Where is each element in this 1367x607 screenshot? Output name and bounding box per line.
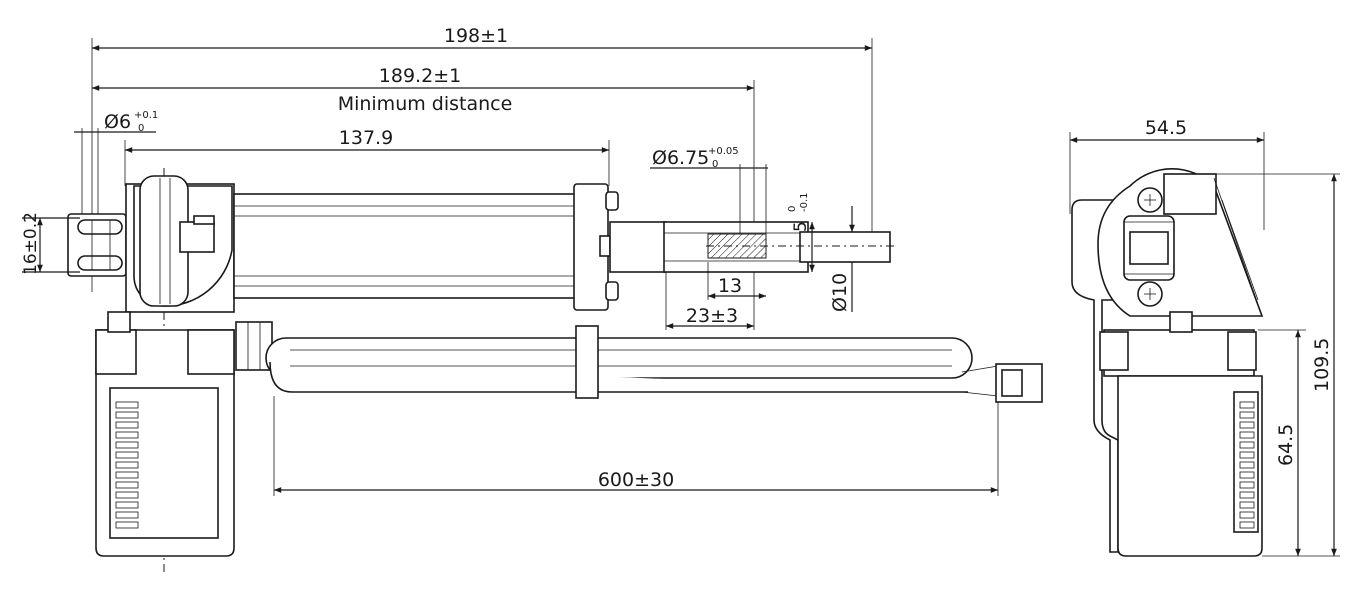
vent-slot	[115, 451, 139, 459]
push-rod	[609, 221, 896, 273]
vent-slot	[115, 421, 139, 429]
dim-rod-hole-diameter: Ø6.75	[652, 147, 709, 169]
dim-rod-end-13: 13	[718, 275, 742, 297]
vent-slot	[115, 501, 139, 509]
vent-slot	[1239, 441, 1255, 449]
motor-vents	[115, 401, 139, 529]
vent-slot	[1239, 401, 1255, 409]
vent-slot	[115, 521, 139, 529]
dim-mount-height: 16±0.2	[21, 212, 41, 275]
dim-slot-tol-upper: 0	[787, 206, 798, 212]
dim-body-length: 137.9	[339, 127, 393, 149]
front-view: 198±1 189.2±1 Minimum distance Ø6 +0.1 0…	[21, 25, 1043, 575]
rear-clevis	[67, 213, 127, 277]
dim-motor-height: 64.5	[1275, 424, 1297, 466]
vent-slot	[1239, 491, 1255, 499]
dim-rod-hole-tol-upper: +0.05	[708, 146, 739, 157]
vent-slot	[1239, 511, 1255, 519]
vent-slot	[115, 461, 139, 469]
vent-slot	[1239, 421, 1255, 429]
dim-hole-diameter: Ø6	[104, 111, 131, 133]
vent-slot	[1239, 411, 1255, 419]
cable	[235, 321, 1043, 403]
vent-slot	[115, 481, 139, 489]
vent-slot	[115, 411, 139, 419]
side-view: 54.5 109.5 64.5	[1069, 117, 1340, 557]
minimum-distance-label: Minimum distance	[338, 93, 513, 115]
dim-hole-tol-upper: +0.1	[134, 110, 158, 121]
dim-side-height: 109.5	[1311, 338, 1333, 392]
vent-slot	[1239, 501, 1255, 509]
dim-slot-width: 5	[791, 221, 811, 232]
vent-slot	[115, 431, 139, 439]
dim-rod-diameter: Ø10	[829, 273, 851, 312]
front-cap	[573, 183, 619, 311]
vent-slot	[1239, 471, 1255, 479]
vent-slot	[115, 441, 139, 449]
vent-slot	[115, 491, 139, 499]
dim-minimum-distance: 189.2±1	[379, 65, 461, 87]
motor	[95, 311, 235, 557]
vent-slot	[115, 511, 139, 519]
dim-cable-length: 600±30	[598, 469, 674, 491]
dim-rod-hole-tol-lower: 0	[712, 159, 718, 170]
dim-side-width: 54.5	[1145, 117, 1187, 139]
dim-slot-tol-lower: -0.1	[799, 192, 810, 212]
side-motor-vents	[1239, 401, 1255, 529]
vent-slot	[1239, 481, 1255, 489]
vent-slot	[115, 401, 139, 409]
dim-stroke-23: 23±3	[686, 305, 738, 327]
vent-slot	[1239, 521, 1255, 529]
actuator-head	[125, 175, 235, 313]
vent-slot	[1239, 431, 1255, 439]
dim-hole-tol-lower: 0	[138, 123, 144, 134]
vent-slot	[115, 471, 139, 479]
dim-overall-length: 198±1	[444, 25, 508, 47]
vent-slot	[1239, 451, 1255, 459]
actuator-tube	[233, 193, 577, 299]
vent-slot	[1239, 461, 1255, 469]
